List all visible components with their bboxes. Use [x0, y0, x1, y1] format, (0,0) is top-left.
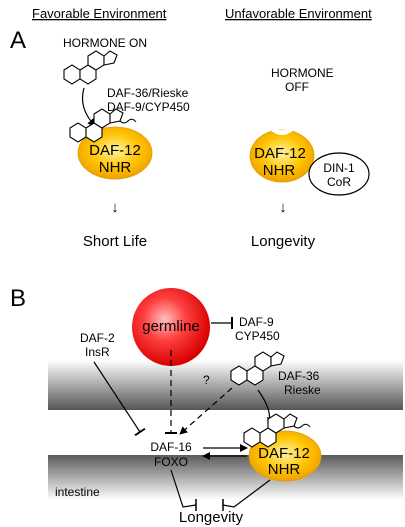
daf36-label: DAF-36: [278, 369, 320, 383]
enzyme-daf36-rieske: DAF-36/Rieske: [107, 86, 189, 100]
hormone-off-label-2: OFF: [285, 80, 309, 94]
intestine-membrane-top: [48, 360, 403, 410]
insr-label: InsR: [85, 345, 110, 359]
daf12-receptor-unbound: [249, 129, 315, 183]
cyp450-label: CYP450: [235, 329, 280, 343]
germline-cell: [132, 288, 210, 366]
daf12-to-longevity: [222, 479, 271, 508]
membrane-hormone-icon: [230, 351, 285, 386]
synthesis-arrow: [81, 87, 96, 127]
daf12-label-b-2: NHR: [268, 461, 301, 478]
receptor-label-right-2: NHR: [263, 162, 296, 179]
daf16-label: DAF-16: [150, 440, 192, 454]
receptor-label-left-1: DAF-12: [89, 142, 141, 159]
title-favorable: Favorable Environment: [32, 6, 167, 21]
bound-hormone-icon: [69, 108, 137, 143]
outcome-longevity-b: Longevity: [179, 509, 244, 526]
intestine-membrane-bottom: [48, 455, 403, 500]
hormone-on-label: HORMONE ON: [63, 36, 147, 50]
bound-hormone-intestine-icon: [243, 413, 311, 448]
enzyme-daf9-cyp450: DAF-9/CYP450: [107, 100, 190, 114]
hormone-off-label-1: HORMONE: [271, 66, 334, 80]
receptor-label-right-1: DAF-12: [254, 145, 306, 162]
hormone-activate-daf16: [179, 387, 233, 435]
daf9-label: DAF-9: [239, 315, 274, 329]
outcome-longevity-a: Longevity: [251, 233, 316, 250]
corepressor-label-2: CoR: [327, 175, 351, 189]
germline-label: germline: [142, 318, 200, 335]
title-unfavorable: Unfavorable Environment: [225, 6, 372, 21]
down-arrow-left: ↓: [111, 199, 119, 216]
daf2-inhibit-line: [93, 361, 146, 437]
question-mark: ?: [203, 373, 210, 387]
daf16-to-longevity: [170, 469, 197, 508]
receptor-label-left-2: NHR: [99, 159, 132, 176]
foxo-label: FOXO: [154, 455, 188, 469]
panel-b-letter: B: [10, 285, 26, 312]
steroid-hormone-icon: [63, 50, 118, 85]
intestine-label: intestine: [55, 485, 100, 499]
corepressor-label-1: DIN-1: [323, 161, 355, 175]
rieske-label: Rieske: [284, 383, 321, 397]
outcome-short-life: Short Life: [83, 233, 147, 250]
daf12-label-b-1: DAF-12: [258, 445, 310, 462]
down-arrow-right: ↓: [279, 199, 287, 216]
din1-corepressor: [308, 152, 370, 196]
panel-a-letter: A: [10, 27, 26, 54]
daf2-label: DAF-2: [80, 331, 115, 345]
